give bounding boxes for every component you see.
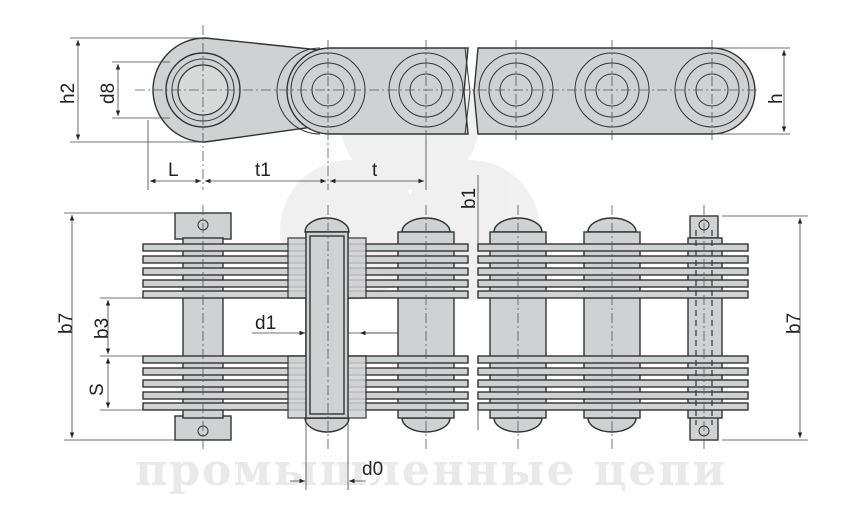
label-L: L <box>168 160 179 181</box>
label-b3: b3 <box>92 318 113 339</box>
top-view <box>64 175 808 490</box>
label-d8: d8 <box>98 83 119 104</box>
right-link-plate <box>473 47 756 135</box>
pin-5 <box>687 237 723 419</box>
side-view <box>70 25 790 190</box>
label-h2: h2 <box>58 83 79 104</box>
label-t1: t1 <box>255 160 271 181</box>
label-d1: d1 <box>255 313 276 334</box>
watermark-text: промышленные цепи <box>135 445 727 496</box>
label-d0: d0 <box>362 459 383 480</box>
label-h: h <box>766 93 787 104</box>
label-t: t <box>372 160 378 181</box>
label-b7-right: b7 <box>784 313 805 334</box>
label-S: S <box>87 383 108 396</box>
middle-link-plate <box>286 47 469 135</box>
label-b1: b1 <box>459 188 480 209</box>
label-b7-left: b7 <box>56 313 77 334</box>
